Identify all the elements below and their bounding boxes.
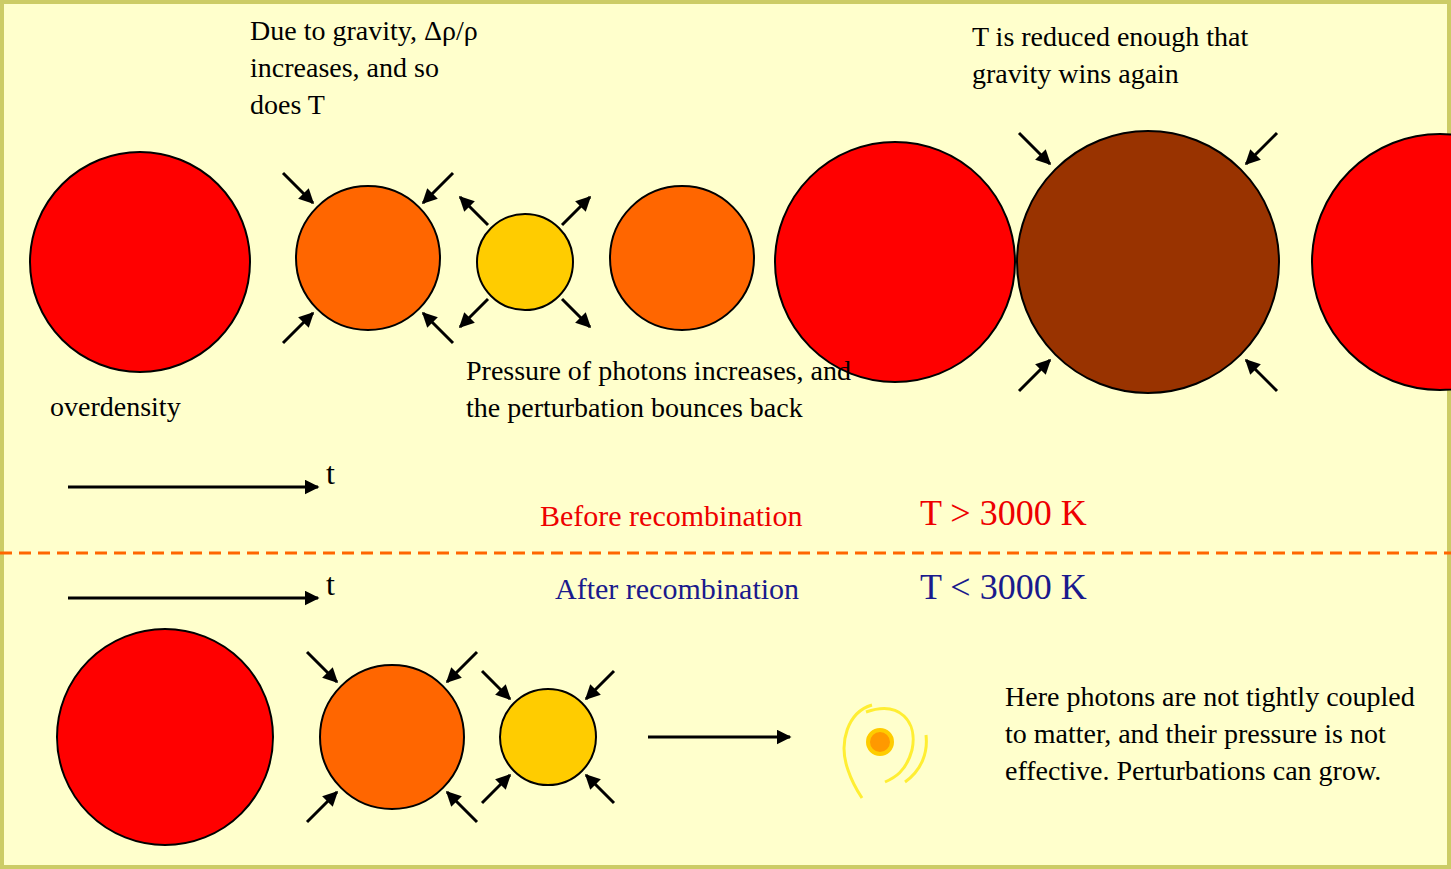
spiral-arm xyxy=(866,709,913,782)
gravity-arrow xyxy=(482,671,510,699)
time-arrow xyxy=(68,597,318,600)
overdensity-circle xyxy=(30,152,250,372)
gravity-arrow xyxy=(1019,133,1050,164)
pressure-arrow xyxy=(562,197,590,225)
annotation: Here photons are not tightly coupled to … xyxy=(1005,678,1430,789)
axis-label: t xyxy=(326,455,335,492)
gravity-arrow xyxy=(307,792,337,822)
gravity-arrow xyxy=(283,173,313,203)
pressure-arrow xyxy=(562,299,590,327)
spiral-arm xyxy=(844,705,872,798)
annotation: T is reduced enough that gravity wins ag… xyxy=(972,18,1310,92)
pressure-arrow xyxy=(460,299,488,327)
process-arrow xyxy=(648,736,790,739)
collapsing-circle xyxy=(500,689,596,785)
spiral-arm xyxy=(905,735,926,782)
expanding-circle xyxy=(610,186,754,330)
circle-label: overdensity xyxy=(50,388,181,425)
gravity-arrow xyxy=(447,792,477,822)
cool-circle xyxy=(1017,131,1279,393)
axis-label: t xyxy=(326,566,335,603)
gravity-arrow xyxy=(586,775,614,803)
galaxy-core xyxy=(868,730,892,754)
expanded-circle xyxy=(775,142,1015,382)
gravity-arrow xyxy=(283,313,313,343)
gravity-arrow xyxy=(1019,360,1050,391)
compressed-circle xyxy=(320,665,464,809)
temperature-label: T > 3000 K xyxy=(920,492,1087,534)
pressure-arrow xyxy=(460,197,488,225)
time-arrow xyxy=(68,486,318,489)
gravity-arrow xyxy=(307,652,337,682)
gravity-arrow xyxy=(423,313,453,343)
gravity-arrow xyxy=(586,671,614,699)
recombination-divider xyxy=(0,552,1451,555)
hot-circle xyxy=(477,214,573,310)
gravity-arrow xyxy=(482,775,510,803)
temperature-label: T < 3000 K xyxy=(920,566,1087,608)
next-circle xyxy=(1312,134,1451,390)
annotation: Due to gravity, Δρ/ρ increases, and so d… xyxy=(250,12,478,123)
phase-label: Before recombination xyxy=(540,497,802,534)
annotation: Pressure of photons increases, and the p… xyxy=(466,352,861,426)
gravity-arrow xyxy=(423,173,453,203)
compressed-circle xyxy=(296,186,440,330)
gravity-arrow xyxy=(1246,360,1277,391)
galaxy-icon xyxy=(844,705,926,798)
gravity-arrow xyxy=(447,652,477,682)
gravity-arrow xyxy=(1246,133,1277,164)
overdensity-circle xyxy=(57,629,273,845)
phase-label: After recombination xyxy=(555,570,799,607)
